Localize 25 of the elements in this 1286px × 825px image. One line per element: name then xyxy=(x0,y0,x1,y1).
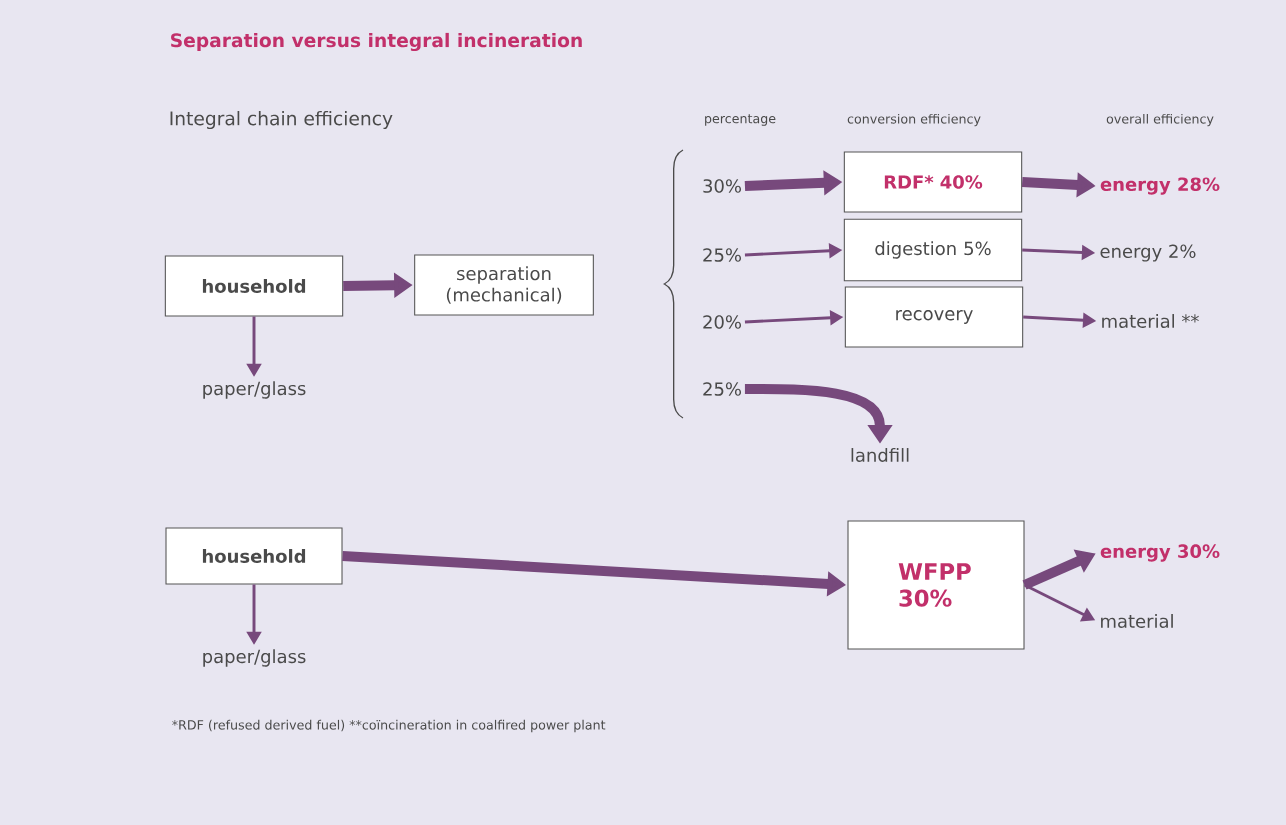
flow-label: energy 2% xyxy=(1100,244,1196,262)
process-box: recovery xyxy=(844,286,1024,348)
process-box: digestion 5% xyxy=(843,218,1023,282)
flow-label: energy 30% xyxy=(1100,544,1220,562)
flow-label: 30% xyxy=(703,179,741,193)
flow-label: energy 28% xyxy=(1100,177,1220,195)
process-box: WFPP 30% xyxy=(847,520,1025,650)
title: Separation versus integral incineration xyxy=(171,32,582,52)
section-heading: Integral chain efficiency xyxy=(170,110,393,130)
column-heading: conversion efficiency xyxy=(847,113,981,127)
column-heading: overall efficiency xyxy=(1106,113,1214,127)
flow-label: 20% xyxy=(703,315,741,329)
flow-label: 25% xyxy=(703,382,741,396)
process-box: RDF* 40% xyxy=(843,151,1023,213)
flow-label: paper/glass xyxy=(203,381,306,399)
process-box: separation (mechanical) xyxy=(414,254,594,316)
process-box: household xyxy=(165,527,343,585)
flow-label: 25% xyxy=(703,248,741,262)
flow-label: material ** xyxy=(1102,314,1199,328)
footnote: *RDF (refused derived fuel) **coïncineration in coalfired power plant xyxy=(172,719,606,733)
flow-label: landfill xyxy=(851,448,909,462)
column-heading: percentage xyxy=(705,114,776,126)
flow-label: material xyxy=(1101,614,1173,628)
flow-label: paper/glass xyxy=(203,649,306,667)
process-box: household xyxy=(164,255,344,317)
